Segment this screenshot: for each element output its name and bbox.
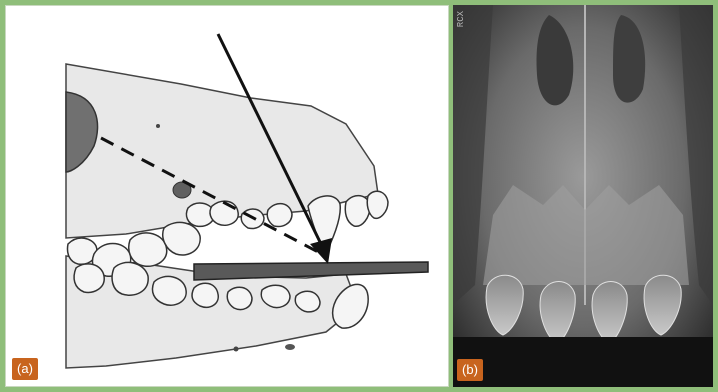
nasal-dot (156, 124, 160, 128)
mental-foramen-2 (285, 344, 295, 350)
radiograph-background (453, 5, 713, 387)
radiograph-watermark: RCX (456, 11, 466, 27)
panel-b-label: (b) (457, 359, 483, 381)
radiograph-panel-b: RCX (b) (453, 5, 713, 387)
dog-skull-illustration (6, 6, 449, 387)
diagram-panel-a: (a) (5, 5, 449, 387)
dental-radiograph (453, 5, 713, 387)
mental-foramen-1 (234, 347, 239, 352)
panel-a-label: (a) (12, 358, 38, 380)
radiograph-dark-band (453, 337, 713, 387)
